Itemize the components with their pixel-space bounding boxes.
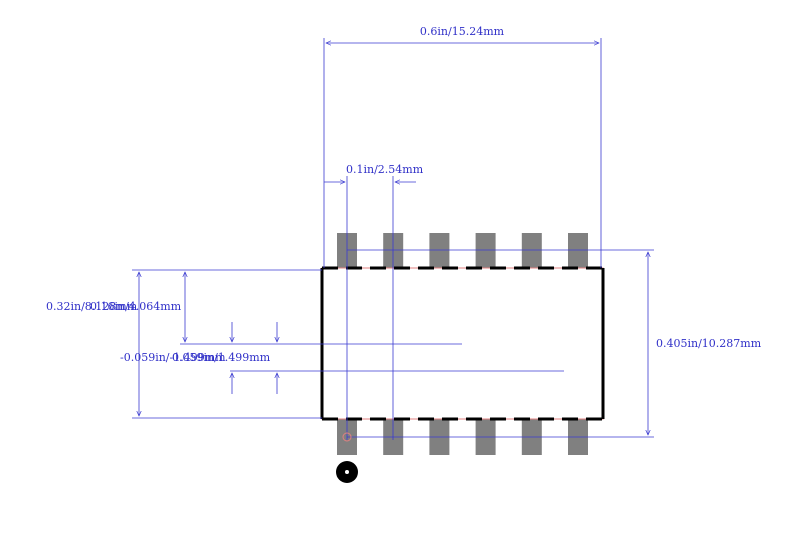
package-outline: [320, 266, 605, 421]
pitch-label: 0.1in/2.54mm: [346, 163, 424, 176]
body-height-label: 0.32in/8.128mm: [46, 300, 138, 313]
overall-width-dimension: 0.6in/15.24mm: [323, 25, 602, 268]
top-pad-3: [429, 233, 450, 268]
overall-height-label: 0.405in/10.287mm: [656, 337, 762, 350]
offset-inner-label: -0.059in/-1.499mm: [120, 351, 226, 364]
pad-span-dimension: 0.16in/4.064mm: [90, 272, 462, 345]
offset-dimension: -0.059in/-1.499mm 0.059in/1.499mm: [120, 322, 564, 394]
top-pad-6: [568, 233, 588, 268]
pin1-marker: [336, 432, 358, 483]
courtyard-outline: [321, 267, 604, 420]
pitch-dimension: 0.1in/2.54mm: [324, 163, 424, 440]
offset-outer-label: 0.059in/1.499mm: [172, 351, 271, 364]
overall-width-label: 0.6in/15.24mm: [420, 25, 505, 38]
overall-height-dimension: 0.405in/10.287mm: [347, 249, 762, 438]
top-pad-row: [337, 233, 588, 268]
top-pad-4: [475, 233, 496, 268]
body-height-dimension: 0.32in/8.128mm: [46, 269, 322, 419]
pin1-pad-ring: [342, 432, 352, 442]
pad-span-label: 0.16in/4.064mm: [90, 300, 182, 313]
top-pad-5: [521, 233, 542, 268]
pin1-marker-center: [345, 470, 349, 474]
